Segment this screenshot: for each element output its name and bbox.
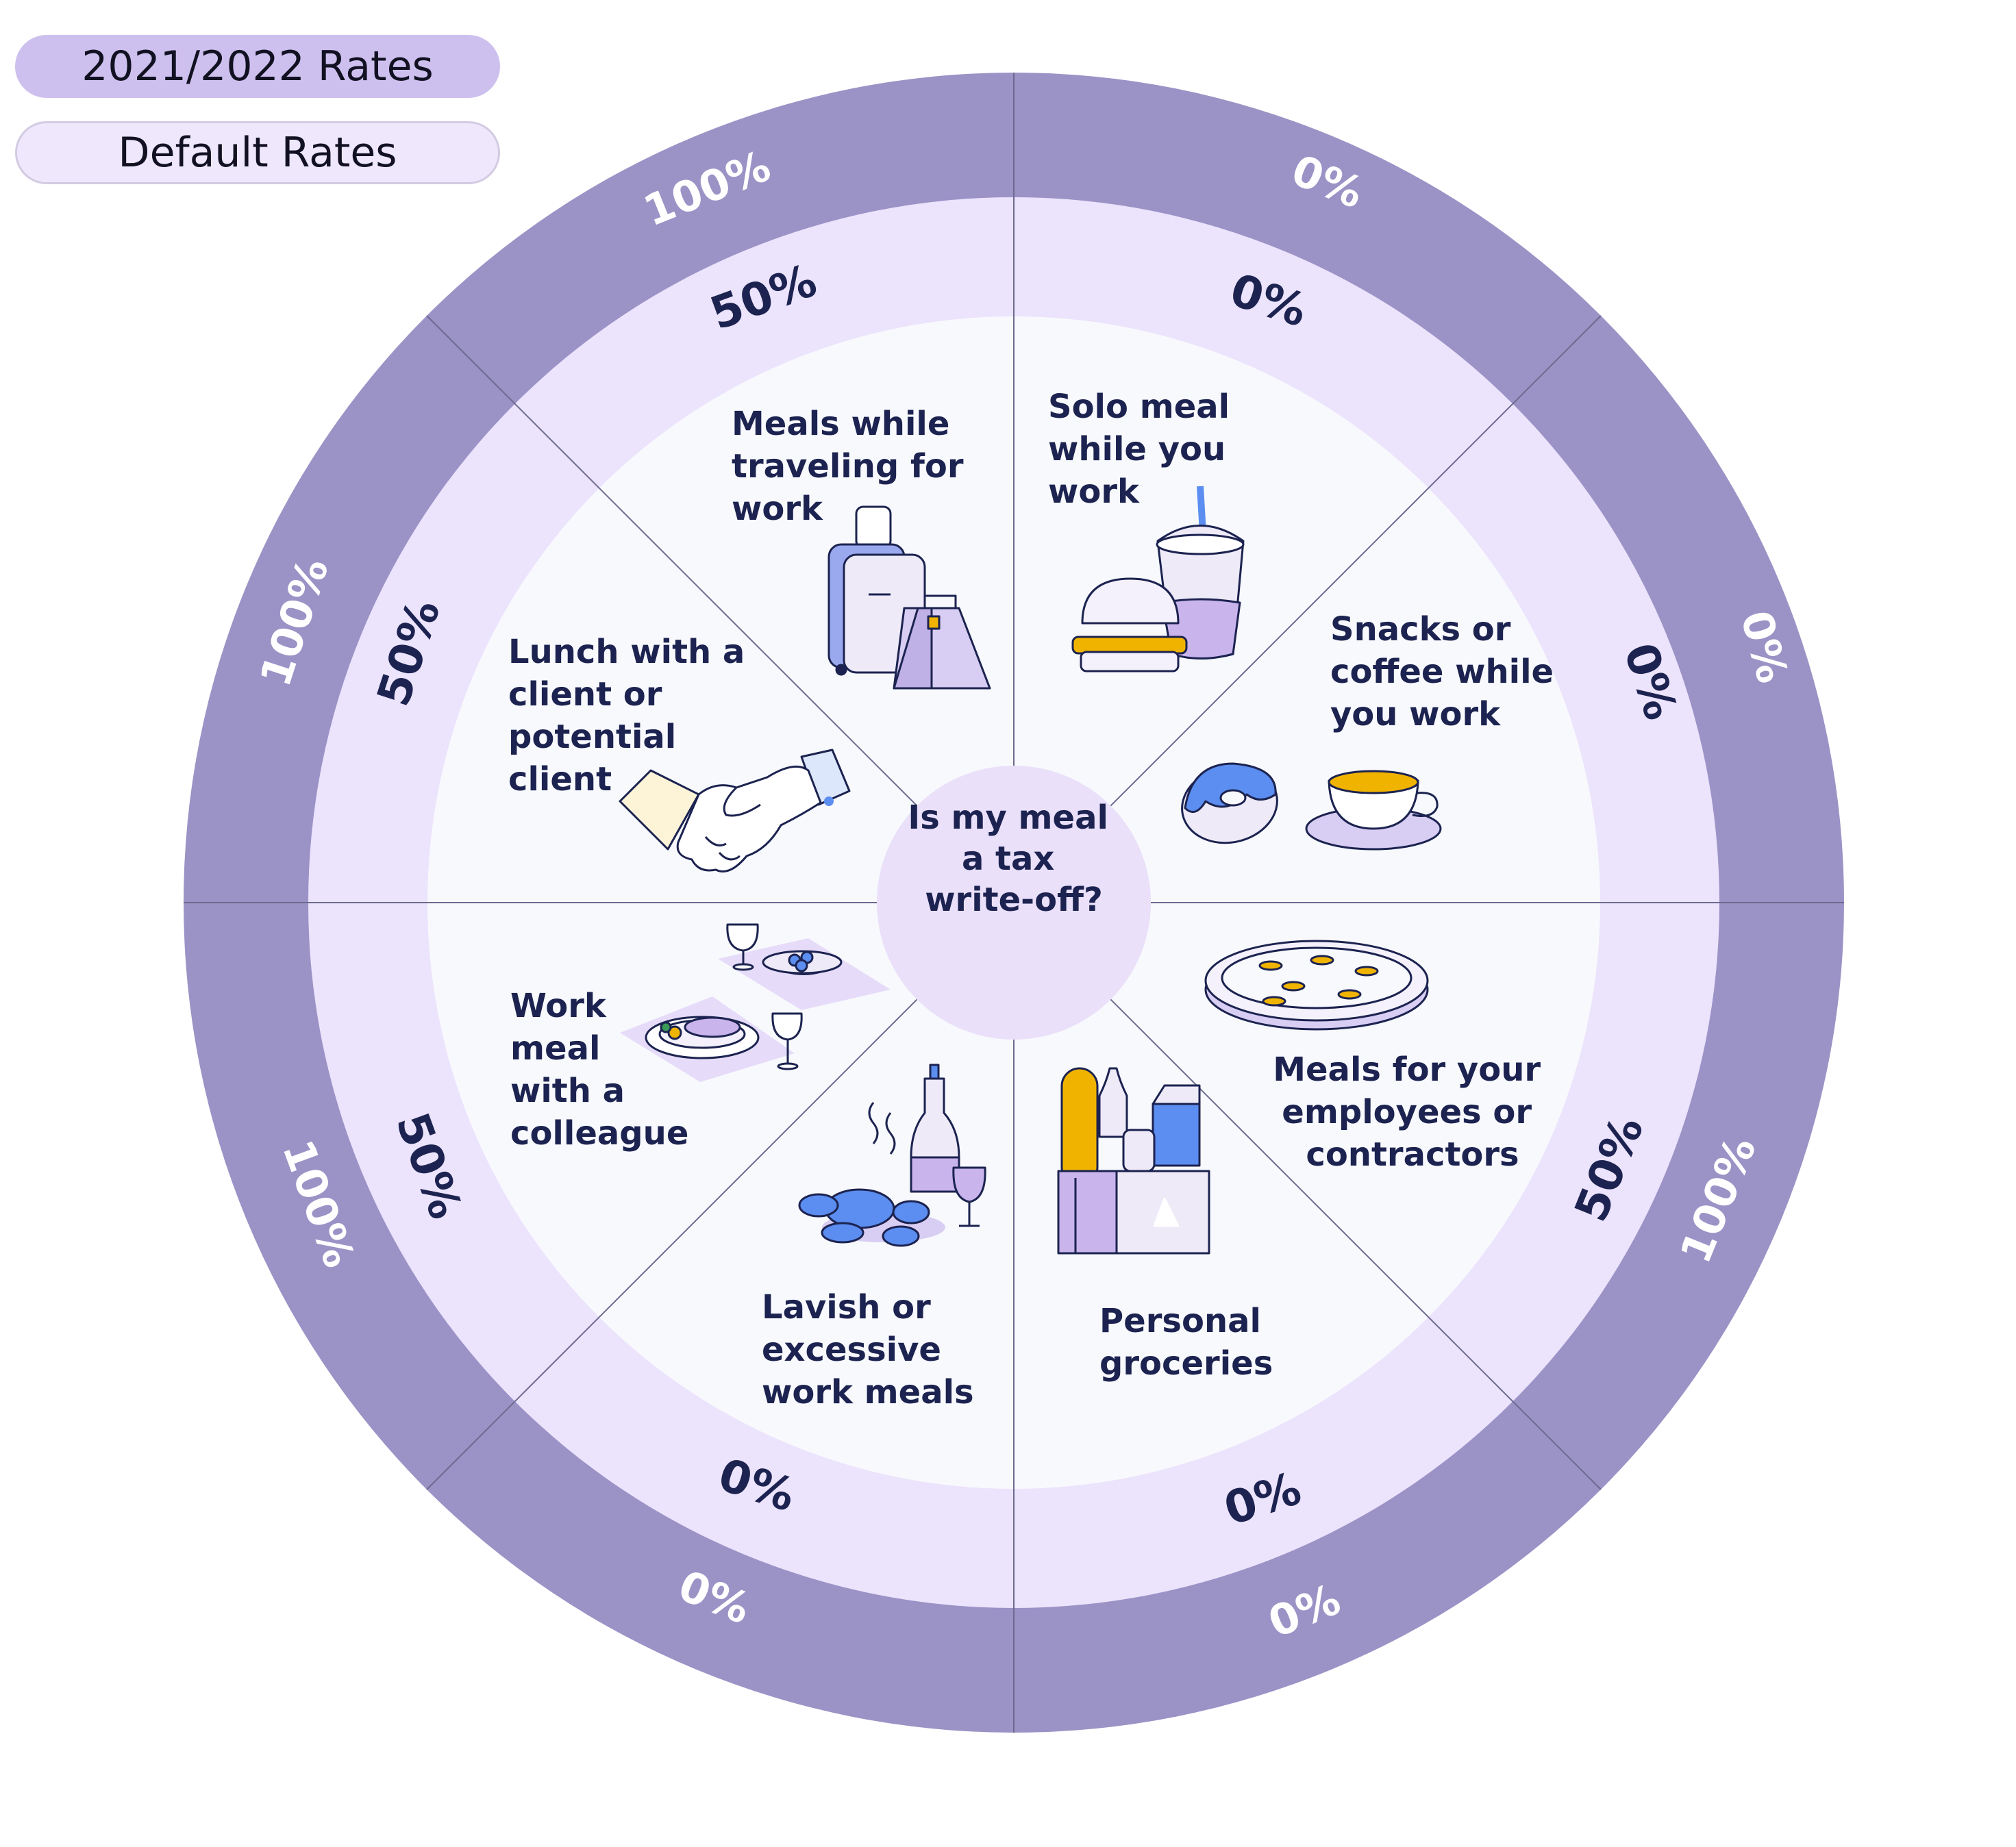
legend-2021-2022-rates: 2021/2022 Rates bbox=[15, 35, 500, 98]
center-circle bbox=[877, 766, 1151, 1040]
legend-default-rates: Default Rates bbox=[15, 121, 500, 184]
segment-label-groceries: Personal groceries bbox=[1099, 1302, 1273, 1383]
segment-divider bbox=[1110, 998, 1602, 1490]
segment-label-snacks: Snacks or coffee while you work bbox=[1330, 610, 1565, 733]
legend-2021-2022-label: 2021/2022 Rates bbox=[82, 42, 434, 90]
segment-divider bbox=[426, 998, 918, 1490]
segment-divider bbox=[1110, 315, 1602, 807]
burger-drink-icon bbox=[1071, 486, 1245, 673]
segment-dividers bbox=[184, 73, 1844, 1733]
handshake-icon bbox=[619, 749, 851, 872]
center-question-line-3: write-off? bbox=[925, 881, 1103, 919]
segment-label-traveling: Meals while traveling for work bbox=[732, 405, 975, 528]
luggage-icon bbox=[827, 505, 991, 690]
center-question: Is my meal a tax write-off? bbox=[908, 799, 1119, 919]
table-setting-icon bbox=[620, 923, 891, 1082]
segment-divider bbox=[426, 315, 918, 807]
legend-default-label: Default Rates bbox=[118, 129, 397, 177]
segment-label-employees: Meals for your employees or contractors bbox=[1273, 1051, 1552, 1174]
groceries-icon bbox=[1057, 1067, 1210, 1255]
segment-label-lavish: Lavish or excessive work meals bbox=[762, 1288, 974, 1411]
segment-label-solo: Solo meal while you work bbox=[1048, 388, 1241, 511]
pizza-icon bbox=[1204, 940, 1429, 1031]
center-question-line-2: a tax bbox=[962, 840, 1054, 878]
lobster-wine-icon bbox=[798, 1064, 986, 1247]
donut-coffee-icon bbox=[1181, 762, 1442, 851]
center-question-line-1: Is my meal bbox=[908, 799, 1108, 837]
segment-label-colleague: Work meal with a colleague bbox=[510, 987, 688, 1153]
segment-label-client: Lunch with a client or potential client bbox=[508, 633, 756, 799]
